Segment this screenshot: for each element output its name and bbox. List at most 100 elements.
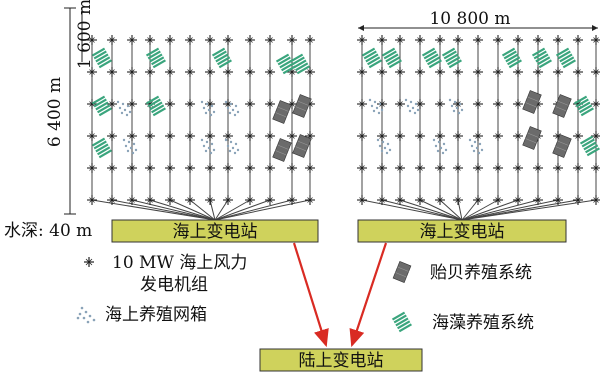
turbine-icon — [287, 131, 297, 141]
legend-turbine-line2: 发电机组 — [140, 275, 208, 295]
turbine-icon — [513, 163, 523, 173]
net-cage-icon — [76, 306, 96, 324]
turbine-icon — [395, 99, 405, 109]
turbine-icon — [435, 195, 445, 205]
turbine-icon — [357, 131, 367, 141]
net-cage-icon — [200, 138, 216, 155]
net-cage-icon — [376, 138, 392, 155]
offshore-substation-left-label: 海上变电站 — [173, 222, 258, 242]
net-cage-icon — [116, 100, 132, 117]
net-cage-icon — [200, 100, 216, 117]
turbine-icon — [453, 67, 463, 77]
turbine-icon — [591, 35, 600, 45]
turbine-icon — [493, 67, 503, 77]
turbine-icon — [533, 163, 543, 173]
turbine-icon — [245, 195, 255, 205]
turbine-icon — [395, 163, 405, 173]
turbine-icon — [205, 131, 215, 141]
turbine-icon — [145, 163, 155, 173]
shellfish-icon — [292, 134, 312, 158]
turbine-icon — [395, 67, 405, 77]
turbine-icon — [493, 195, 503, 205]
turbine-icon — [87, 99, 97, 109]
turbine-icon — [87, 195, 97, 205]
turbine-icon — [357, 163, 367, 173]
net-cage-icon — [468, 138, 484, 155]
turbine-icon — [165, 131, 175, 141]
turbine-icon — [265, 131, 275, 141]
turbine-icon — [395, 195, 405, 205]
width-dimension-label: 10 800 m — [429, 9, 510, 29]
legend-turbine: 10 MW 海上风力 发电机组 — [84, 253, 247, 295]
turbine-icon — [435, 35, 445, 45]
turbine-icon — [573, 131, 583, 141]
turbine-icon — [357, 195, 367, 205]
shellfish-icon — [522, 126, 542, 150]
turbine-icon — [435, 163, 445, 173]
turbine-icon — [395, 131, 405, 141]
turbine-icon — [305, 35, 315, 45]
turbine-icon — [265, 35, 275, 45]
turbine-icon — [533, 35, 543, 45]
turbine-icon — [145, 195, 155, 205]
turbine-icon — [415, 131, 425, 141]
turbine-icon — [435, 131, 445, 141]
shellfish-icon — [272, 100, 292, 124]
turbine-icon — [245, 131, 255, 141]
net-cage-icon — [122, 138, 138, 155]
turbine-icon — [377, 131, 387, 141]
turbine-icon — [473, 195, 483, 205]
turbine-icon — [107, 195, 117, 205]
turbine-icon — [513, 35, 523, 45]
turbine-icon — [107, 99, 117, 109]
net-cage-icon — [448, 98, 464, 115]
turbine-icon — [553, 195, 563, 205]
turbine-icon — [305, 163, 315, 173]
turbine-icon — [185, 131, 195, 141]
turbine-icon — [87, 35, 97, 45]
turbine-icon — [205, 35, 215, 45]
seaweed-icon — [441, 47, 462, 69]
turbine-icon — [435, 99, 445, 109]
turbine-icon — [107, 67, 117, 77]
legend-turbine-line1: 10 MW 海上风力 — [112, 253, 247, 273]
turbine-icon — [377, 99, 387, 109]
turbine-icon — [165, 99, 175, 109]
seaweed-icon — [573, 95, 594, 117]
turbine-icon — [287, 163, 297, 173]
seaweed-icon — [145, 47, 166, 69]
turbine-icon — [573, 163, 583, 173]
legend-shellfish-label: 贻贝养殖系统 — [430, 263, 532, 283]
seaweed-icon — [91, 95, 112, 117]
turbine-icon — [395, 35, 405, 45]
turbine-icon — [493, 163, 503, 173]
transmission-arrow-right — [349, 242, 388, 348]
net-cage-icon — [432, 138, 448, 155]
turbine-icon — [357, 99, 367, 109]
seaweed-icon — [91, 47, 112, 69]
turbine-icon — [377, 163, 387, 173]
turbine-icon — [377, 67, 387, 77]
seaweed-icon — [275, 53, 296, 75]
turbine-icon — [87, 163, 97, 173]
seaweed-icon — [211, 47, 232, 69]
spacing-dimension-label: 1 600 m — [75, 0, 95, 69]
turbine-icon — [185, 195, 195, 205]
turbine-icon — [185, 67, 195, 77]
spacing-dimension: 1 600 m — [75, 0, 95, 69]
seaweed-icon — [391, 311, 412, 333]
turbine-icon — [553, 163, 563, 173]
turbine-icon — [165, 163, 175, 173]
turbine-icon — [377, 35, 387, 45]
turbine-icon — [573, 35, 583, 45]
shellfish-icon — [292, 94, 312, 118]
turbine-icon — [223, 131, 233, 141]
turbine-icon — [165, 67, 175, 77]
turbine-icon — [287, 195, 297, 205]
turbine-icon — [513, 195, 523, 205]
turbine-icon — [453, 35, 463, 45]
shellfish-icon — [552, 134, 572, 158]
turbine-icon — [185, 35, 195, 45]
turbine-icon — [473, 35, 483, 45]
